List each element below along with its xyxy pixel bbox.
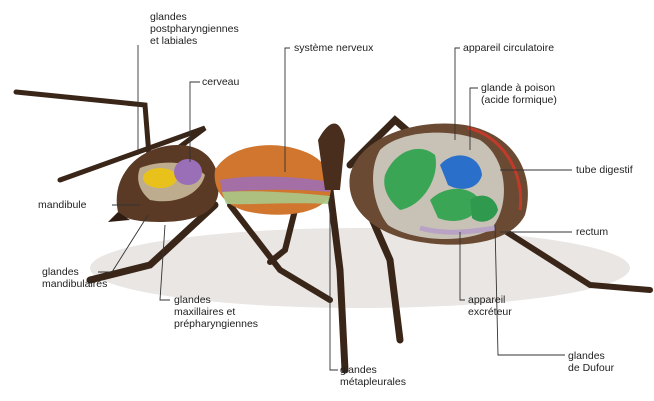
label-cerveau: cerveau bbox=[202, 76, 239, 88]
label-glandes-postpharyngiennes: glandes postpharyngiennes et labiales bbox=[150, 11, 239, 47]
label-tube-digestif: tube digestif bbox=[576, 164, 633, 176]
label-appareil-excreteur: appareil excréteur bbox=[468, 294, 512, 318]
label-glandes-de-dufour: glandes de Dufour bbox=[568, 350, 614, 374]
label-glande-a-poison: glande à poison (acide formique) bbox=[481, 82, 557, 106]
brain bbox=[174, 159, 202, 185]
label-glandes-mandibulaires: glandes mandibulaires bbox=[42, 266, 107, 290]
label-mandibule: mandibule bbox=[38, 199, 86, 211]
label-systeme-nerveux: système nerveux bbox=[294, 42, 373, 54]
label-appareil-circulatoire: appareil circulatoire bbox=[463, 42, 554, 54]
label-glandes-metapleurales: glandes métapleurales bbox=[340, 364, 406, 388]
ground-shadow bbox=[90, 228, 630, 308]
label-rectum: rectum bbox=[576, 226, 608, 238]
gland-yellow bbox=[143, 168, 177, 188]
label-glandes-maxillaires: glandes maxillaires et prépharyngiennes bbox=[174, 294, 258, 330]
